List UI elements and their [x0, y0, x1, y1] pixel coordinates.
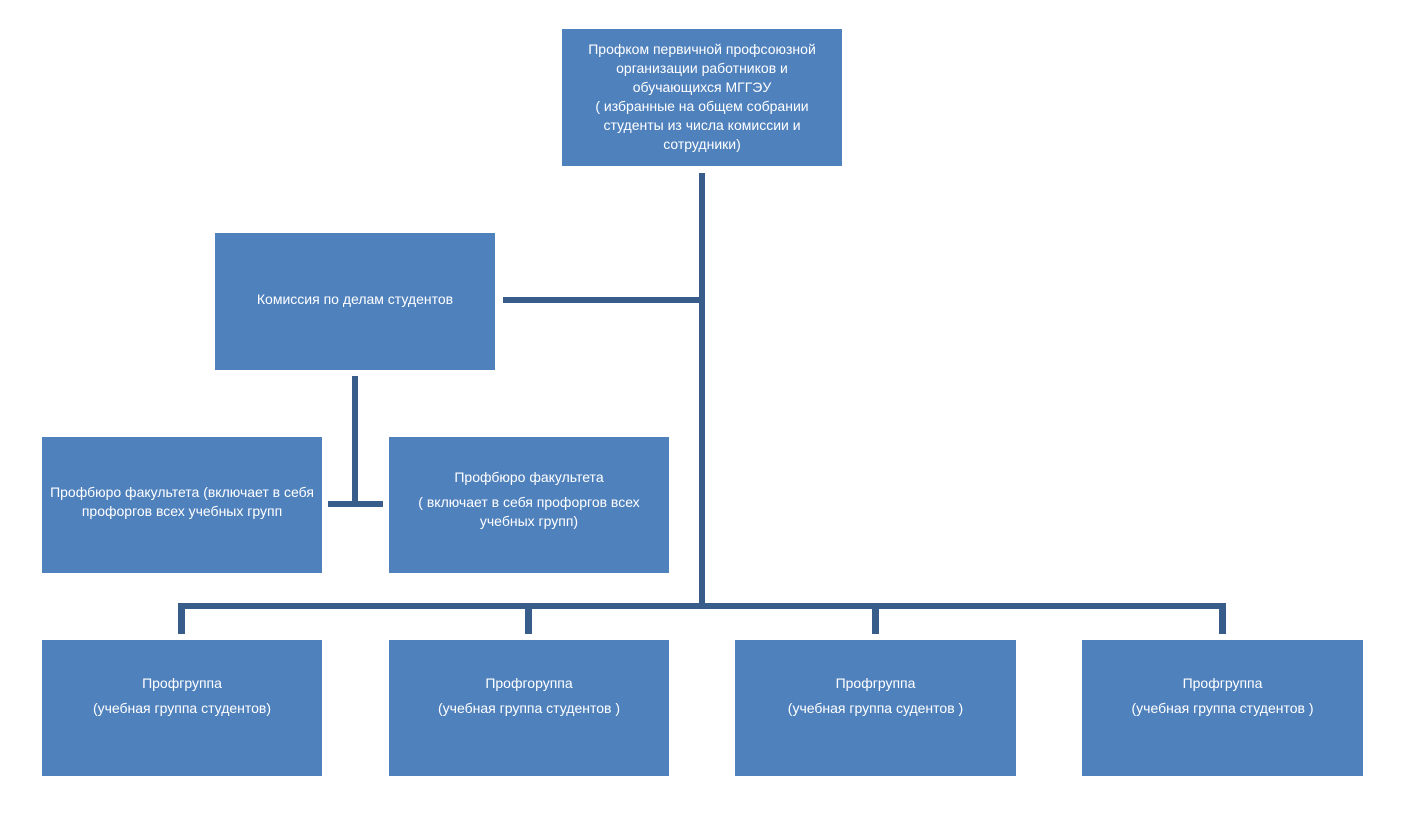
- group-title: Профгруппа: [142, 674, 222, 691]
- connector-group-drop-1: [178, 603, 185, 634]
- connector-commission-horizontal: [503, 297, 702, 303]
- connector-group-drop-2: [525, 603, 532, 634]
- node-text-line: ( избранные на общем собрании: [595, 97, 809, 114]
- group-title: Профгруппа: [835, 674, 916, 691]
- node-text-line: профоргов всех учебных групп: [81, 503, 283, 519]
- connector-groups-bus: [178, 603, 1226, 609]
- node-trade-group-3: Профгруппа (учебная группа судентов ): [735, 640, 1016, 776]
- node-student-commission: Комиссия по делам студентов: [215, 233, 495, 370]
- node-trade-union-committee: Профком первичной профсоюзной организаци…: [562, 29, 842, 166]
- node-text-line: Профбюро факультета: [454, 468, 604, 485]
- node-text-line: сотрудники): [663, 135, 741, 152]
- connector-group-drop-3: [872, 603, 879, 634]
- node-text-line: ( включает в себя профоргов всех: [418, 493, 640, 510]
- group-title: Профгруппа: [1182, 674, 1263, 691]
- connector-faculty-horizontal: [328, 501, 383, 507]
- node-text-line: обучающихся МГГЭУ: [632, 78, 772, 95]
- connector-group-drop-4: [1219, 603, 1226, 634]
- node-text-line: организации работников и: [616, 59, 788, 76]
- group-title: Профгоруппа: [485, 674, 573, 691]
- node-trade-group-2: Профгоруппа (учебная группа студентов ): [389, 640, 669, 776]
- connector-main-vertical: [699, 173, 705, 606]
- node-text-line: учебных групп): [479, 512, 579, 529]
- group-subtitle: (учебная группа студентов ): [1131, 699, 1314, 716]
- group-subtitle: (учебная группа студентов): [92, 699, 272, 716]
- node-faculty-bureau-right: Профбюро факультета ( включает в себя пр…: [389, 437, 669, 573]
- node-faculty-bureau-left: Профбюро факультета (включает в себя про…: [42, 437, 322, 573]
- node-text-line: студенты из числа комиссии и: [603, 116, 801, 133]
- group-subtitle: (учебная группа судентов ): [787, 699, 964, 716]
- connector-commission-vertical: [352, 376, 358, 506]
- node-trade-group-1: Профгруппа (учебная группа студентов): [42, 640, 322, 776]
- node-label: Комиссия по делам студентов: [256, 291, 454, 307]
- group-subtitle: (учебная группа студентов ): [438, 699, 620, 716]
- node-text-line: Профком первичной профсоюзной: [588, 40, 816, 57]
- node-text-line: Профбюро факультета (включает в себя: [50, 484, 314, 500]
- node-trade-group-4: Профгруппа (учебная группа студентов ): [1082, 640, 1363, 776]
